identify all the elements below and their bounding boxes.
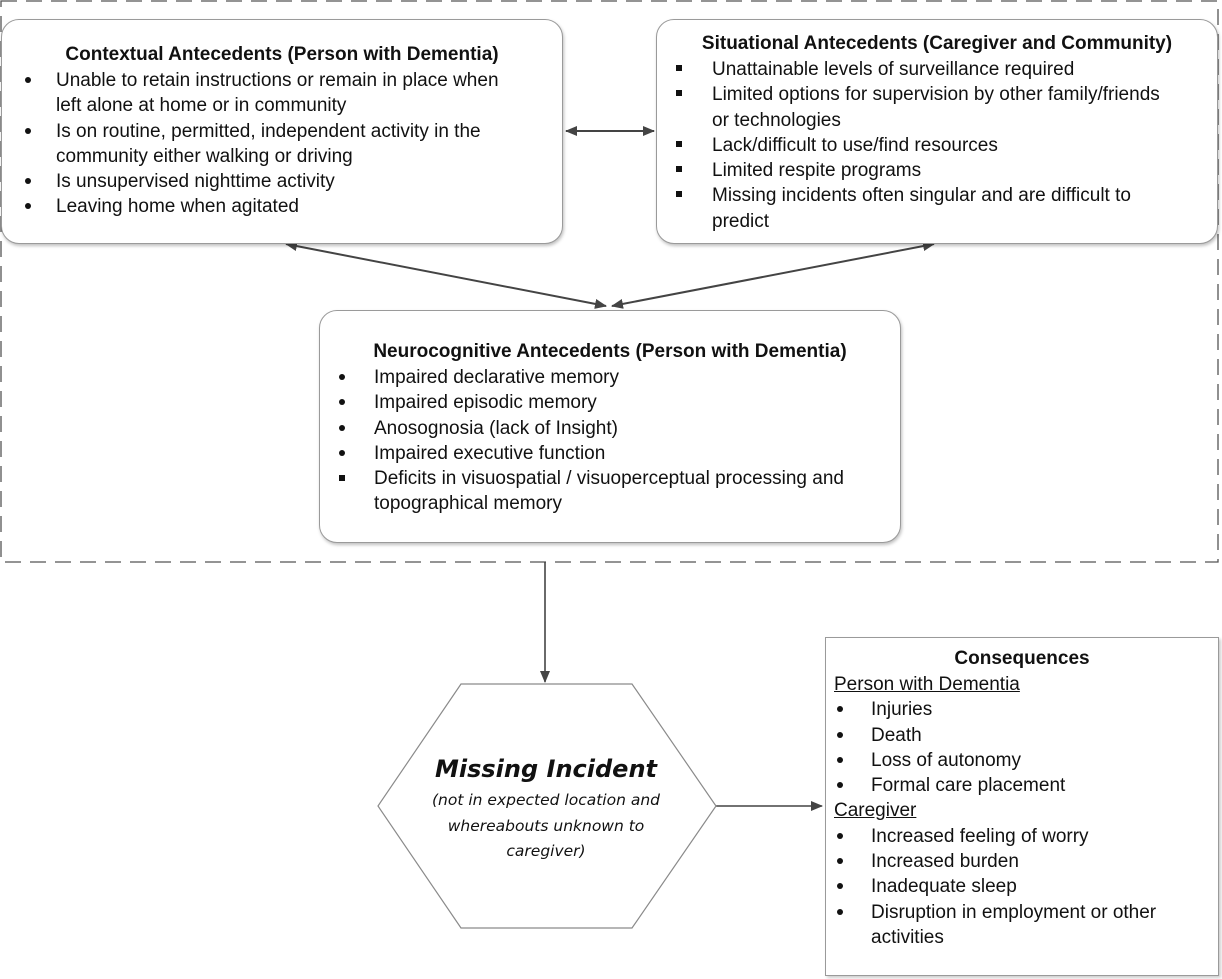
list-item-text: Unable to retain instructions or remain …	[56, 70, 499, 91]
missing-incident-description-line: whereabouts unknown to	[447, 816, 645, 835]
list-item-text: Limited respite programs	[712, 160, 922, 182]
list-item-text: activities	[871, 926, 944, 948]
square-bullet-icon	[669, 158, 689, 183]
missing-incident-description-line: (not in expected location and	[432, 791, 660, 809]
list-item: Death	[826, 723, 1218, 748]
consequences-title: Consequences	[954, 648, 1090, 669]
list-item-text: Lack/difficult to use/find resources	[712, 134, 998, 156]
list-item: Deficits in visuospatial / visuoperceptu…	[320, 466, 900, 517]
list-item-text: Injuries	[871, 699, 933, 721]
missing-incident-label: Missing Incident (not in expected locati…	[380, 752, 712, 865]
round-bullet-icon	[830, 824, 850, 849]
round-bullet-icon	[18, 119, 38, 144]
list-item: Impaired declarative memory	[320, 365, 900, 390]
missing-incident-description-line: caregiver)	[506, 842, 586, 860]
list-item-text: Impaired declarative memory	[374, 367, 619, 388]
list-item-text: Unattainable levels of surveillance requ…	[712, 59, 1075, 80]
list-item: Unable to retain instructions or remain …	[2, 68, 562, 119]
list-item-text: Impaired episodic memory	[374, 392, 597, 414]
list-item-text: Deficits in visuospatial / visuoperceptu…	[374, 468, 844, 490]
list-item-text: Limited options for supervision by other…	[712, 84, 1160, 106]
square-bullet-icon	[332, 466, 352, 491]
round-bullet-icon	[18, 194, 38, 219]
round-bullet-icon	[830, 748, 850, 773]
list-item: Unattainable levels of surveillance requ…	[657, 57, 1217, 82]
round-bullet-icon	[332, 390, 352, 415]
list-item-text: Death	[871, 724, 922, 746]
missing-incident-title: Missing Incident	[434, 755, 657, 783]
round-bullet-icon	[332, 441, 352, 466]
list-item: Impaired episodic memory	[320, 390, 900, 415]
square-bullet-icon	[669, 82, 689, 107]
round-bullet-icon	[332, 365, 352, 390]
list-item-text: Inadequate sleep	[871, 876, 1017, 898]
contextual-antecedents-box: Contextual Antecedents (Person with Deme…	[1, 19, 563, 244]
round-bullet-icon	[830, 697, 850, 722]
list-item: Loss of autonomy	[826, 748, 1218, 773]
round-bullet-icon	[830, 874, 850, 899]
round-bullet-icon	[830, 723, 850, 748]
missing-incident-hexagon	[377, 683, 717, 929]
square-bullet-icon	[669, 57, 689, 82]
consequences-box: Consequences Person with Dementia Injuri…	[825, 637, 1219, 976]
list-item: Limited options for supervision by other…	[657, 82, 1217, 133]
consequences-caregiver-heading: Caregiver	[834, 800, 917, 822]
list-item: Inadequate sleep	[826, 874, 1218, 899]
list-item: Increased burden	[826, 849, 1218, 874]
situational-antecedents-list: Unattainable levels of surveillance requ…	[657, 57, 1217, 234]
square-bullet-icon	[669, 133, 689, 158]
round-bullet-icon	[18, 68, 38, 93]
list-item-text: predict	[712, 210, 770, 232]
list-item-text: Increased burden	[871, 851, 1019, 873]
situational-antecedents-box: Situational Antecedents (Caregiver and C…	[656, 19, 1218, 244]
list-item: Formal care placement	[826, 773, 1218, 798]
list-item-text: community either walking or driving	[56, 145, 353, 167]
arrow-contextual-neurocognitive	[285, 241, 607, 309]
list-item-text: Disruption in employment or other	[871, 901, 1157, 923]
list-item: Limited respite programs	[657, 158, 1217, 183]
list-item-text: topographical memory	[374, 493, 562, 515]
neurocognitive-antecedents-box: Neurocognitive Antecedents (Person with …	[319, 310, 901, 543]
list-item-text: Formal care placement	[871, 775, 1066, 797]
list-item-text: Anosognosia (lack of Insight)	[374, 417, 618, 439]
list-item-text: left alone at home or in community	[56, 95, 347, 117]
list-item-text: Is on routine, permitted, independent ac…	[56, 120, 481, 142]
square-bullet-icon	[669, 183, 689, 208]
list-item: Disruption in employment or other activit…	[826, 900, 1218, 951]
list-item: Injuries	[826, 697, 1218, 722]
contextual-antecedents-list: Unable to retain instructions or remain …	[2, 68, 562, 220]
list-item-text: Increased feeling of worry	[871, 825, 1089, 847]
list-item: Is on routine, permitted, independent ac…	[2, 119, 562, 170]
situational-antecedents-title: Situational Antecedents (Caregiver and C…	[701, 33, 1173, 54]
list-item-text: Missing incidents often singular and are…	[712, 185, 1131, 207]
arrow-situational-neurocognitive	[611, 241, 935, 309]
list-item: Leaving home when agitated	[2, 194, 562, 219]
list-item: Lack/difficult to use/find resources	[657, 133, 1217, 158]
round-bullet-icon	[332, 416, 352, 441]
list-item: Increased feeling of worry	[826, 824, 1218, 849]
list-item: Impaired executive function	[320, 441, 900, 466]
list-item: Is unsupervised nighttime activity	[2, 169, 562, 194]
missing-incident-description: (not in expected location and whereabout…	[380, 788, 712, 865]
list-item-text: Is unsupervised nighttime activity	[56, 171, 335, 193]
list-item-text: or technologies	[712, 109, 841, 131]
neurocognitive-antecedents-title: Neurocognitive Antecedents (Person with …	[373, 341, 847, 362]
round-bullet-icon	[830, 773, 850, 798]
round-bullet-icon	[18, 169, 38, 194]
list-item: Anosognosia (lack of Insight)	[320, 416, 900, 441]
round-bullet-icon	[830, 900, 850, 925]
list-item-text: Leaving home when agitated	[56, 196, 299, 218]
list-item-text: Impaired executive function	[374, 442, 606, 464]
round-bullet-icon	[830, 849, 850, 874]
antecedents-group-border	[0, 0, 1219, 563]
contextual-antecedents-title: Contextual Antecedents (Person with Deme…	[65, 44, 499, 65]
list-item: Missing incidents often singular and are…	[657, 183, 1217, 234]
list-item-text: Loss of autonomy	[871, 749, 1021, 771]
consequences-person-heading: Person with Dementia	[834, 674, 1020, 695]
